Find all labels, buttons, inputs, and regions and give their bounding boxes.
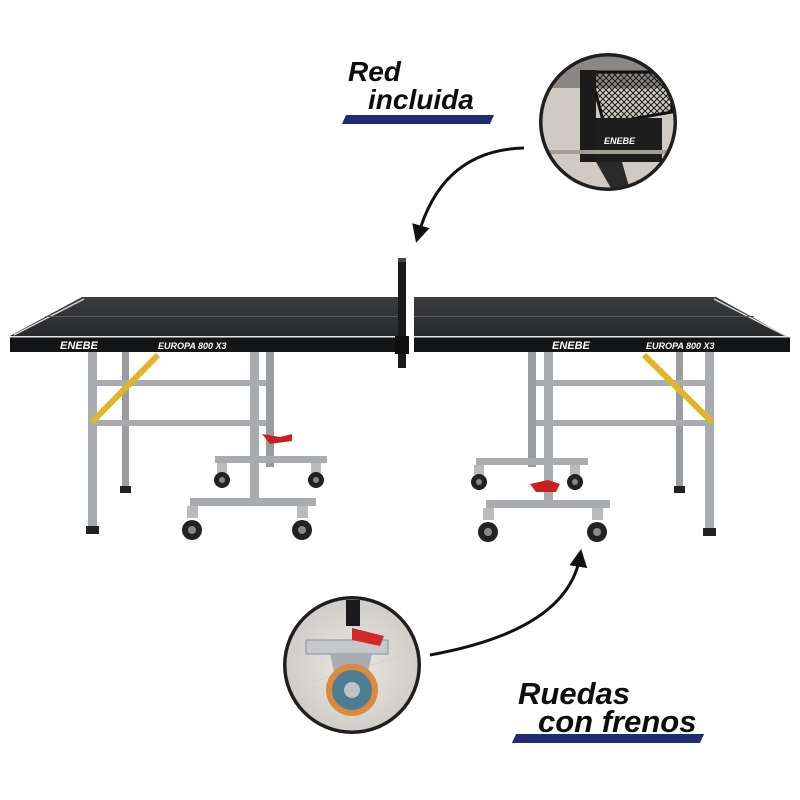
- net-callout-line2: incluida: [368, 84, 474, 115]
- left-caster-front-1: [182, 506, 202, 540]
- left-brand-label: ENEBE: [60, 340, 99, 352]
- right-inner-post-a: [544, 352, 553, 504]
- net-post: [398, 258, 406, 368]
- left-yellow-brace: [89, 352, 161, 425]
- right-rear-leg-foot: [674, 486, 685, 493]
- right-crossbar-top: [530, 380, 710, 386]
- tabletop-right-surface: [414, 297, 790, 339]
- wheel-callout-line2: con frenos: [538, 704, 697, 739]
- left-caster-front-2: [292, 506, 312, 540]
- left-brake-pedal: [262, 434, 292, 444]
- inset-net-mesh: [588, 70, 674, 126]
- right-caster-front-2: [587, 508, 607, 542]
- left-front-wheel-bar: [190, 498, 316, 506]
- tabletop-left-surface: [10, 297, 398, 339]
- right-outer-leg: [705, 352, 714, 532]
- right-yellow-brace: [641, 352, 715, 425]
- tabletop-right-apron-line: [414, 336, 790, 338]
- right-inner-post-b: [528, 352, 536, 467]
- left-inner-post-a: [250, 352, 259, 502]
- right-rear-wheel-bar: [476, 458, 588, 465]
- left-caster-rear-1: [214, 463, 230, 488]
- left-caster-rear-2: [308, 463, 324, 488]
- right-brake-pedal: [530, 480, 560, 492]
- net-callout-accent-bar: [341, 115, 495, 124]
- right-caster-rear-2: [567, 465, 583, 490]
- wheel-callout-accent-bar: [511, 734, 705, 743]
- left-rear-leg-foot: [120, 486, 131, 493]
- right-caster-front-1: [478, 508, 498, 542]
- tabletop-center-line-left: [45, 316, 398, 317]
- tabletop-center-line-right: [414, 316, 754, 317]
- left-rear-wheel-bar: [215, 456, 327, 463]
- inset-caster-brake: [352, 628, 384, 646]
- inset-caster-stem: [346, 600, 360, 626]
- net-callout-line1: Red: [348, 56, 401, 87]
- left-crossbar-mid: [92, 420, 272, 426]
- tabletop-left-apron: [10, 336, 398, 352]
- right-brand-label: ENEBE: [552, 340, 591, 352]
- inset-net-clamp: [596, 118, 662, 162]
- left-model-label: EUROPA 800 X3: [158, 341, 227, 351]
- tabletop-right-edge-line: [713, 298, 787, 337]
- right-front-wheel-bar: [486, 500, 610, 508]
- net-inset: ENEBE: [539, 53, 677, 191]
- left-inner-post-b: [266, 352, 274, 467]
- left-crossbar-top: [92, 380, 272, 386]
- tabletop: ENEBE EUROPA 800 X3 ENEBE EUROPA 800 X3: [10, 297, 790, 352]
- right-outer-leg-foot: [703, 528, 716, 536]
- right-caster-rear-1: [471, 465, 487, 490]
- wheel-inset: [283, 596, 421, 734]
- net-pointer-arrow: [412, 146, 525, 243]
- left-undercarriage: [86, 352, 327, 540]
- tabletop-right-apron: [414, 336, 790, 352]
- inset-net-post: [580, 70, 596, 162]
- wheel-callout-line1: Ruedas: [518, 676, 630, 711]
- right-model-label: EUROPA 800 X3: [646, 341, 715, 351]
- inset-net-brand: ENEBE: [604, 136, 636, 146]
- right-crossbar-mid: [530, 420, 710, 426]
- tabletop-left-apron-line: [10, 336, 398, 338]
- table-net: [395, 258, 409, 368]
- left-outer-leg-foot: [86, 526, 99, 534]
- right-undercarriage: [471, 352, 716, 542]
- left-outer-leg: [88, 352, 97, 530]
- inset-net-bracket: [596, 162, 630, 189]
- net-top-band: [398, 258, 406, 262]
- net-clamp: [395, 336, 409, 354]
- wheel-pointer-arrow: [429, 548, 588, 657]
